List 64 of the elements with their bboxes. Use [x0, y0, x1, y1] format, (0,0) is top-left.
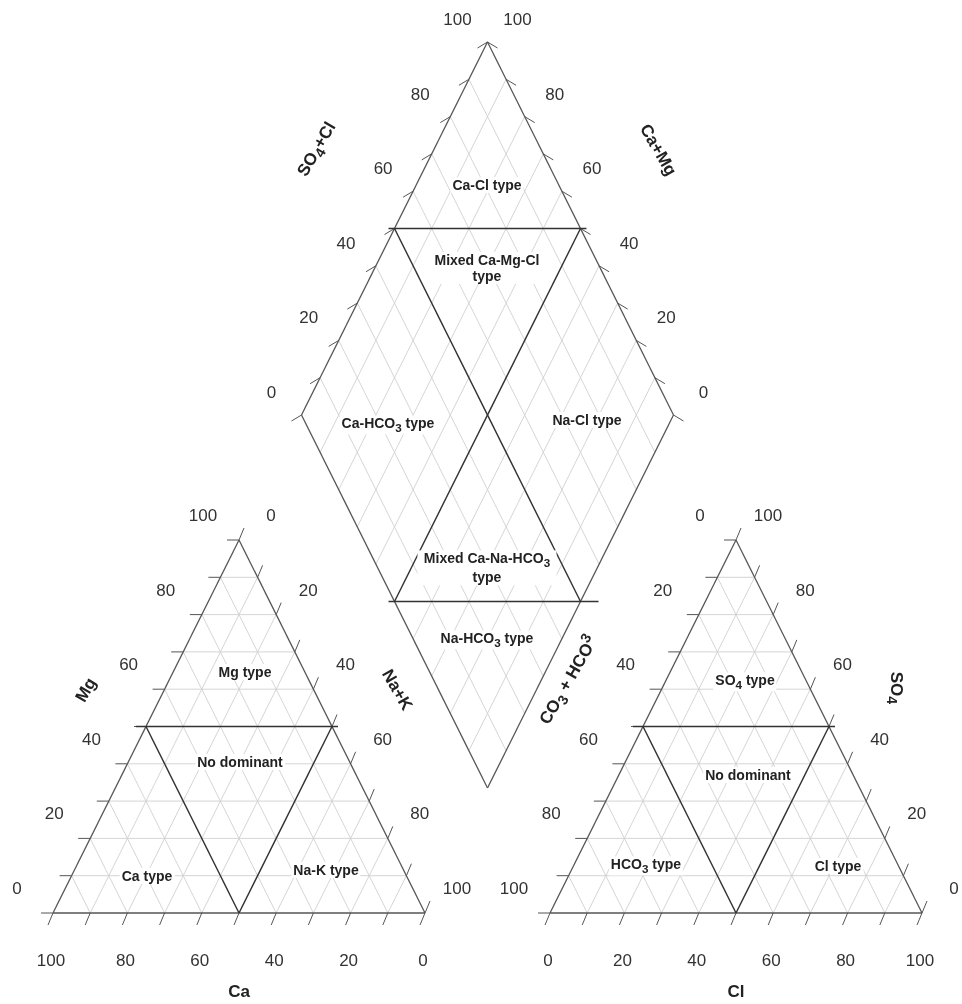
region-label: SO$_{4}$ type [713, 672, 777, 692]
tick-label: 80 [156, 580, 176, 601]
tick-label: 60 [582, 159, 602, 179]
tick-label: 100 [36, 951, 66, 971]
axis-title: Mg [71, 674, 101, 706]
tick-label: 20 [656, 308, 676, 329]
tick-label: 100 [188, 506, 218, 526]
region-label: Ca-Cl type [450, 176, 524, 194]
region-label: Ca-HCO$_{3}$ type [339, 415, 437, 435]
tick-label: 80 [545, 84, 565, 105]
tick-label: 0 [266, 383, 277, 403]
tick-label: 100 [503, 10, 532, 30]
tick-label: 60 [761, 951, 781, 971]
region-label: Mixed Ca-Na-HCO$_{3}$ type [417, 550, 557, 586]
tick-label: 40 [619, 234, 639, 254]
tick-label: 100 [753, 506, 783, 526]
region-label: Na-K type [291, 861, 361, 879]
tick-label: 80 [541, 804, 561, 825]
region-label: HCO$_{3}$ type [608, 856, 684, 876]
axis-title: Ca [228, 982, 250, 1002]
tick-label: 40 [81, 730, 101, 750]
tick-label: 40 [870, 730, 890, 750]
tick-label: 40 [687, 951, 707, 971]
tick-label: 40 [336, 234, 356, 254]
tick-label: 60 [832, 655, 852, 675]
tick-label: 60 [373, 159, 393, 179]
tick-label: 80 [115, 951, 135, 971]
axis-title: Cl [727, 982, 745, 1002]
tick-label: 0 [695, 506, 705, 526]
tick-label: 20 [612, 951, 632, 971]
tick-label: 40 [264, 951, 284, 971]
tick-label: 20 [298, 580, 318, 601]
tick-label: 20 [653, 580, 673, 601]
tick-label: 100 [905, 951, 935, 971]
region-label: No dominant [703, 766, 793, 784]
tick-label: 60 [373, 730, 393, 750]
tick-label: 60 [578, 730, 598, 750]
tick-label: 80 [836, 951, 856, 971]
tick-label: 40 [335, 655, 355, 675]
tick-label: 20 [339, 951, 359, 971]
tick-label: 100 [443, 10, 472, 30]
tick-label: 20 [44, 804, 64, 825]
tick-label: 0 [12, 879, 22, 899]
region-label: Na-Cl type [550, 411, 624, 429]
tick-label: 0 [949, 879, 959, 899]
region-label: Ca type [119, 867, 175, 885]
tick-label: 0 [418, 951, 428, 971]
tick-label: 80 [410, 84, 430, 105]
tick-label: 80 [410, 804, 430, 825]
tick-label: 0 [698, 383, 709, 403]
tick-label: 20 [907, 804, 927, 825]
region-label: Na-HCO$_{3}$ type [438, 630, 536, 650]
tick-label: 100 [442, 879, 472, 899]
tick-label: 100 [499, 879, 529, 899]
tick-label: 60 [119, 655, 139, 675]
tick-label: 20 [299, 308, 319, 329]
tick-label: 0 [266, 506, 276, 526]
tick-label: 40 [616, 655, 636, 675]
tick-label: 80 [795, 580, 815, 601]
region-label: Cl type [812, 857, 864, 875]
tick-label: 0 [543, 951, 553, 971]
tick-label: 60 [190, 951, 210, 971]
region-label: No dominant [195, 753, 285, 771]
region-label: Mg type [216, 663, 274, 681]
